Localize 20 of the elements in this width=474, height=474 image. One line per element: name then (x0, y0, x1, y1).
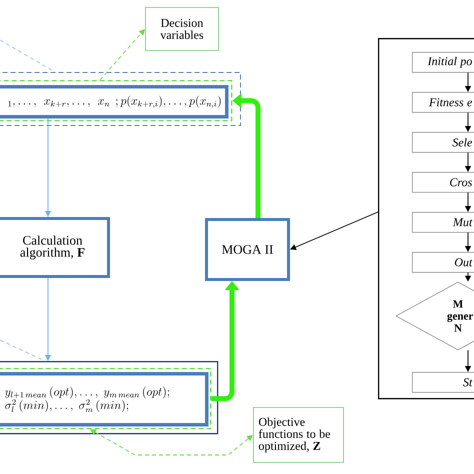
step-box: Initial po (412, 52, 474, 73)
arrow (290, 212, 378, 250)
step-box: Fitness e (412, 92, 474, 113)
outer-frame (0, 361, 218, 434)
label-box: Decision variables (145, 7, 219, 51)
leader-line (0, 40, 56, 72)
leader-line (0, 340, 46, 362)
step-box: Mut (412, 212, 474, 233)
label-box: Objective functions to be optimized, Z (253, 407, 344, 463)
step-box: Sele (412, 132, 474, 153)
process-box: Calculation algorithm, F (0, 217, 110, 278)
process-box: MOGA II (205, 218, 290, 281)
step-box: Cros (412, 172, 474, 193)
leader-line (90, 429, 253, 456)
step-box: St (412, 372, 474, 393)
step-box: Out (412, 252, 474, 273)
formula-box: $y_{l+1\,mean}\,(opt),\ldots,\; y_{m\,mean}\,(opt);$ $\sigma_{l}^{2}\,(min),\ldots,\;\sigma_{m}^{2}\,(min);$ (0, 372, 208, 426)
dashed-frame (0, 72, 241, 126)
formula-box: ${}_{1},\ldots,\; x_{k+r},\ldots,\; x_{n}\;;p(x_{k+r,i}),\ldots,p(x_{n,i})$ (0, 85, 228, 118)
flowchart-panel (378, 38, 474, 400)
